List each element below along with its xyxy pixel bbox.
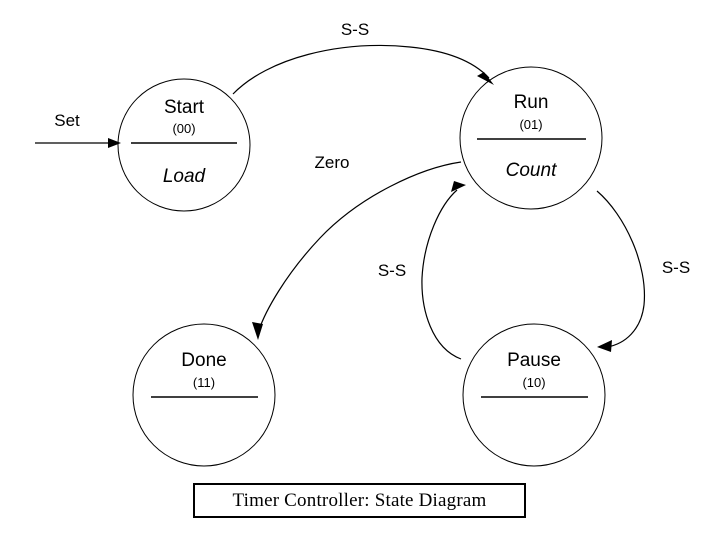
state-code-start: (00)	[172, 121, 195, 136]
state-code-run: (01)	[519, 117, 542, 132]
edge-label-run-to-pause: S-S	[662, 258, 690, 277]
state-node-pause[interactable]: Pause (10)	[462, 323, 606, 467]
state-node-done[interactable]: Done (11)	[132, 323, 276, 467]
input-arrow-set	[35, 138, 121, 148]
state-label-pause: Pause	[507, 350, 561, 371]
state-label-run: Run	[514, 92, 549, 113]
arrowhead-start-to-run	[477, 72, 494, 85]
arrowhead-run-to-done	[252, 322, 263, 340]
state-node-run[interactable]: Run (01) Count	[459, 66, 603, 210]
edge-label-pause-to-run: S-S	[378, 261, 406, 280]
transition-start-to-run	[232, 44, 494, 95]
arrowhead-run-to-pause	[597, 340, 612, 352]
diagram-caption-box: Timer Controller: State Diagram	[193, 483, 526, 518]
state-circle-start	[117, 78, 251, 212]
state-circle-pause	[462, 323, 606, 467]
transition-run-to-pause	[596, 190, 646, 352]
state-code-done: (11)	[193, 375, 215, 390]
input-label-set: Set	[54, 111, 80, 130]
arrowhead-pause-to-run	[451, 181, 466, 192]
edge-label-start-to-run: S-S	[341, 20, 369, 39]
state-code-pause: (10)	[522, 375, 545, 390]
state-label-start: Start	[164, 97, 205, 118]
state-output-start: Load	[163, 166, 207, 187]
state-output-run: Count	[506, 160, 557, 181]
transition-run-to-done	[252, 161, 462, 340]
state-circle-run	[459, 66, 603, 210]
state-circle-done	[132, 323, 276, 467]
state-label-done: Done	[181, 350, 226, 371]
state-node-start[interactable]: Start (00) Load	[117, 78, 251, 212]
transition-pause-to-run	[421, 181, 466, 360]
edge-label-run-to-done: Zero	[315, 153, 350, 172]
arrowhead-set	[108, 138, 121, 148]
diagram-caption-text: Timer Controller: State Diagram	[232, 489, 487, 511]
